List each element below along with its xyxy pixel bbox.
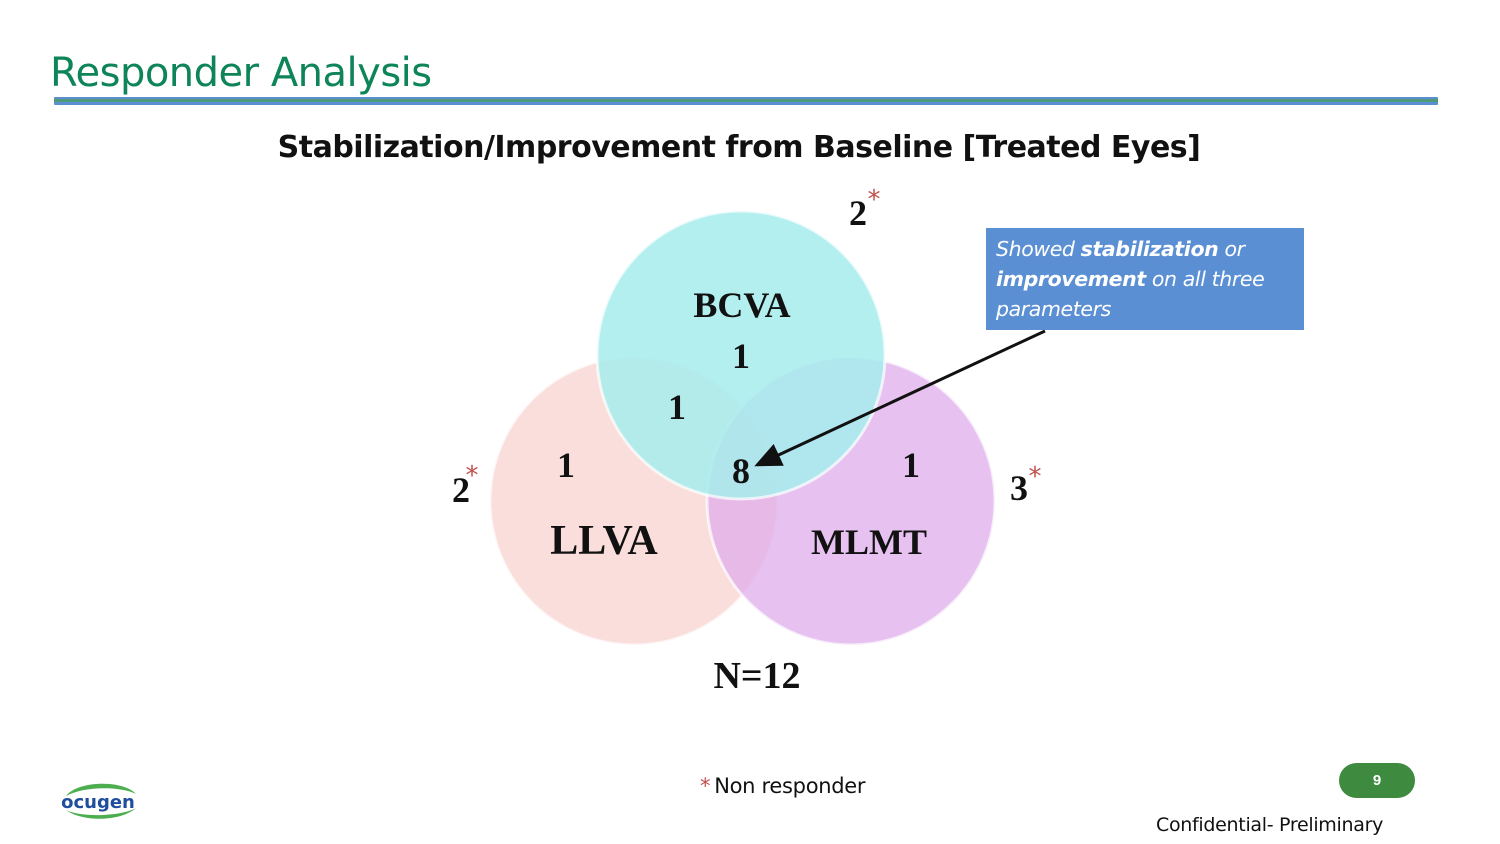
title-divider-inner — [54, 99, 1438, 102]
logo-text: ocugen — [61, 792, 135, 813]
set-label-mlmt: MLMT — [811, 522, 927, 562]
legend: *Non responder — [700, 774, 866, 798]
ocugen-logo: ocugen — [61, 783, 136, 819]
region-value-bcva-only: 1 — [732, 336, 750, 376]
callout-text-3: or — [1218, 237, 1245, 261]
callout-arrow — [754, 329, 1046, 467]
callout-text-1: Showed — [996, 237, 1081, 261]
confidential-label: Confidential- Preliminary — [1156, 814, 1384, 836]
region-value-all-three: 8 — [732, 451, 750, 491]
region-value-llva-only: 1 — [557, 445, 575, 485]
set-label-bcva: BCVA — [693, 285, 790, 325]
slide-title: Responder Analysis — [50, 50, 432, 96]
callout-text-stabilization: stabilization — [1080, 237, 1219, 261]
set-label-llva: LLVA — [550, 518, 658, 564]
region-value-mlmt-only: 1 — [902, 445, 920, 485]
non-responder-count-bcva: 2 — [849, 193, 867, 233]
callout-text-5: on all three parameters — [996, 267, 1265, 321]
page-number-badge: 9 — [1339, 763, 1415, 798]
non-responder-count-llva: 2 — [452, 470, 470, 510]
legend-asterisk: * — [700, 774, 711, 798]
region-value-bcva-llva: 1 — [668, 387, 686, 427]
legend-label: Non responder — [714, 774, 866, 798]
non-responder-asterisk-bcva: * — [868, 185, 881, 215]
title-divider — [54, 97, 1438, 105]
total-n-label: N=12 — [713, 655, 800, 697]
chart-title: Stabilization/Improvement from Baseline … — [277, 130, 1201, 165]
callout-text-improvement: improvement — [996, 267, 1146, 291]
venn-circle-bcva — [595, 209, 887, 501]
non-responder-count-mlmt: 3 — [1010, 468, 1028, 508]
non-responder-asterisk-mlmt: * — [1029, 462, 1042, 492]
non-responder-asterisk-llva: * — [466, 461, 479, 491]
callout-box: Showed stabilization or improvement on a… — [986, 228, 1304, 330]
